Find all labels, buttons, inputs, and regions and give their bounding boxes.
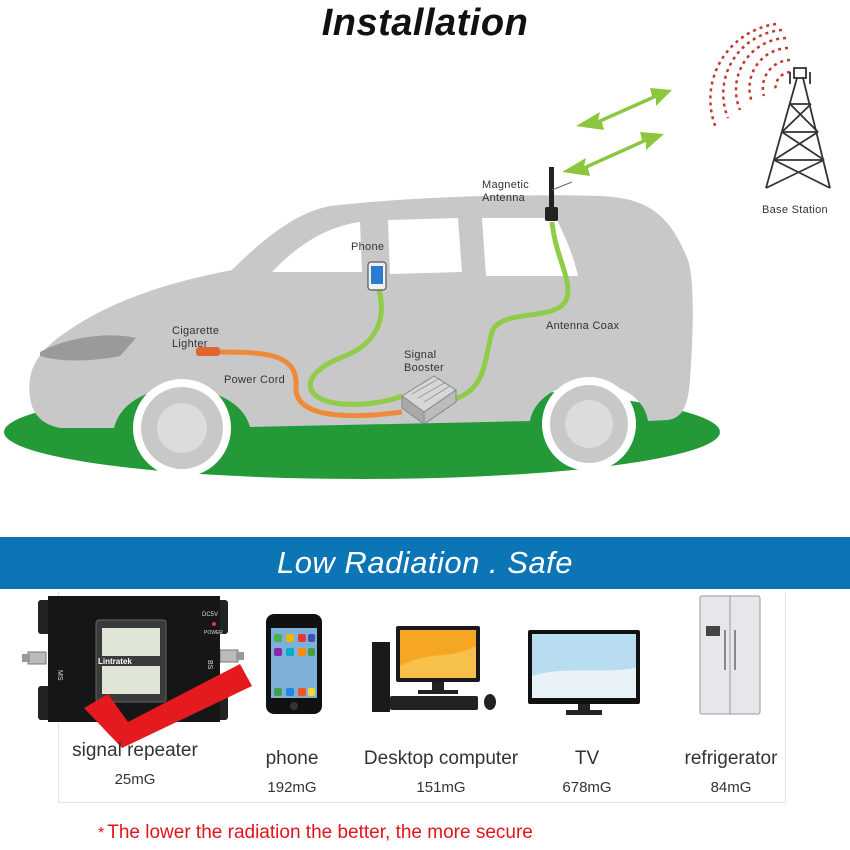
- red-checkmark-icon: [84, 664, 252, 748]
- product-value: 151mG: [416, 779, 466, 796]
- car-headlight: [40, 335, 136, 361]
- cell-tower-icon: [765, 67, 831, 189]
- repeater-bs-label: BS: [206, 660, 213, 670]
- repeater-power-label: POWER: [204, 630, 223, 636]
- product-refrigerator: refrigerator 84mG: [672, 748, 790, 796]
- phone-cable: [307, 285, 403, 407]
- product-value: 25mG: [114, 771, 156, 788]
- product-phone: phone 192mG: [242, 748, 342, 796]
- footer-note-text: The lower the radiation the better, the …: [107, 822, 533, 843]
- car-window-middle: [388, 218, 462, 274]
- magnetic-antenna-icon: [545, 167, 573, 221]
- product-desktop-computer: Desktop computer 151mG: [356, 748, 526, 796]
- product-name: signal repeater: [72, 740, 198, 761]
- refrigerator-image: [699, 595, 761, 715]
- label-power-cord: Power Cord: [224, 374, 286, 386]
- car-window-front: [272, 222, 362, 272]
- product-name: TV: [574, 748, 600, 769]
- cigarette-lighter-icon: [196, 347, 220, 356]
- repeater-dc-label: DC5V: [202, 612, 218, 618]
- product-tv: TV 678mG: [542, 748, 632, 796]
- signal-waves-icon: [709, 22, 791, 129]
- tv-image: [528, 630, 640, 715]
- product-value: 84mG: [710, 779, 752, 796]
- product-name: refrigerator: [684, 748, 778, 769]
- label-phone: Phone: [351, 241, 385, 253]
- product-value: 678mG: [562, 779, 612, 796]
- page-title: Installation: [321, 2, 529, 44]
- product-name: phone: [265, 748, 319, 769]
- label-base-station: Base Station: [762, 204, 828, 216]
- footer-note: *The lower the radiation the better, the…: [98, 822, 533, 844]
- product-illustrations: Lintratek DC5V POWER MS BS: [22, 595, 761, 748]
- low-radiation-banner: Low Radiation . Safe: [0, 537, 850, 589]
- label-magnetic-antenna: Magnetic Antenna: [482, 179, 530, 204]
- product-value: 192mG: [267, 779, 317, 796]
- label-signal-booster: Signal Booster: [404, 349, 445, 374]
- banner-text: Low Radiation . Safe: [276, 545, 574, 580]
- antenna-coax-cable: [451, 221, 571, 403]
- repeater-brand: Lintratek: [98, 657, 132, 666]
- double-arrow-icon: [562, 88, 672, 176]
- asterisk-icon: *: [98, 825, 105, 842]
- smartphone-icon: [367, 261, 387, 291]
- product-name: Desktop computer: [363, 748, 519, 769]
- product-signal-repeater: signal repeater 25mG: [60, 740, 210, 788]
- power-cord-cable: [211, 349, 403, 419]
- desktop-computer-image: [372, 626, 496, 712]
- label-cigarette-lighter: Cigarette Lighter: [172, 325, 220, 350]
- signal-booster-icon: [401, 375, 457, 425]
- installation-diagram: [4, 22, 831, 479]
- label-antenna-coax: Antenna Coax: [546, 320, 620, 332]
- repeater-ms-label: MS: [56, 670, 63, 681]
- phone-image: [266, 614, 322, 714]
